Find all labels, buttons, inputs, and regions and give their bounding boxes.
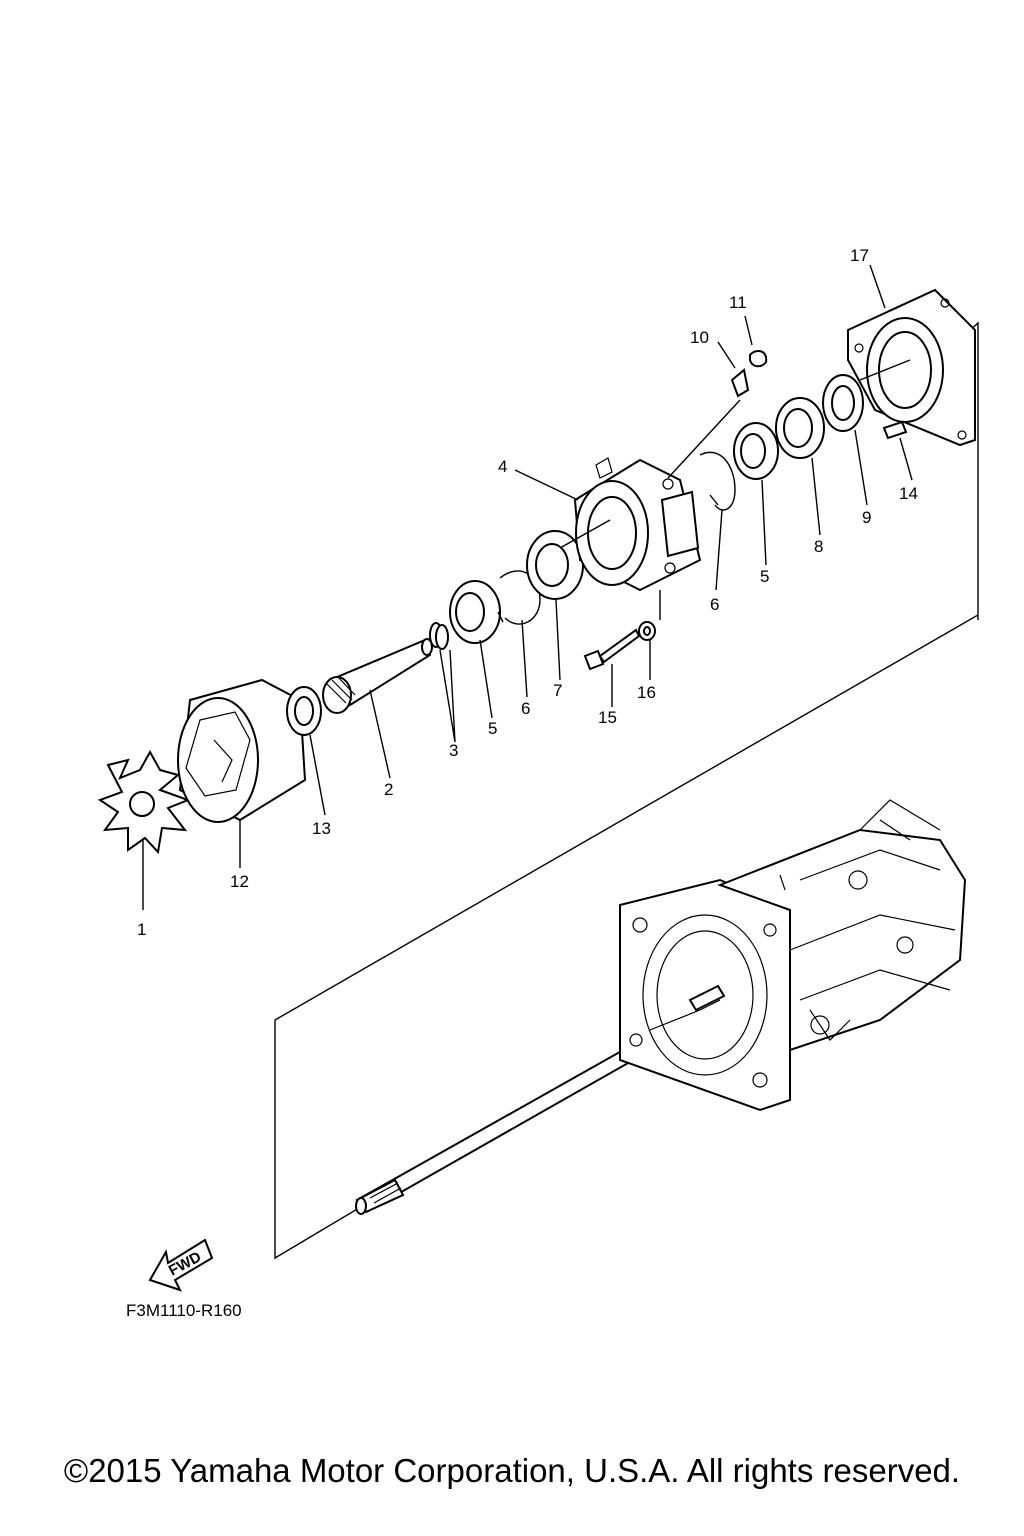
- part-1-coupler-damper: [97, 749, 191, 855]
- callout-3: 3: [449, 741, 458, 760]
- part-5-bearing-right: [733, 422, 779, 480]
- part-17-pump-cover: [847, 288, 976, 447]
- part-9-oil-seal: [822, 374, 864, 432]
- part-7-bearing: [526, 530, 584, 600]
- callout-17: 17: [850, 246, 869, 265]
- callout-1: 1: [137, 920, 146, 939]
- callout-16: 16: [637, 683, 656, 702]
- engine-block: [619, 799, 967, 1112]
- part-8-bearing: [775, 397, 825, 459]
- callout-5-right: 5: [760, 567, 769, 586]
- callout-7: 7: [553, 681, 562, 700]
- fwd-arrow-icon: FWD: [148, 1238, 214, 1292]
- part-10-grease-nipple: [730, 368, 750, 398]
- copyright-notice: ©2015 Yamaha Motor Corporation, U.S.A. A…: [63, 1452, 961, 1489]
- callout-8: 8: [814, 537, 823, 556]
- callout-9: 9: [862, 508, 871, 527]
- part-12-coupler-housing: [177, 678, 307, 823]
- assembly-frame: [274, 321, 979, 1260]
- part-11-cap: [749, 349, 768, 368]
- figure-code: F3M1110-R160: [126, 1301, 242, 1320]
- part-6-circlip-right: [699, 451, 736, 511]
- callout-4: 4: [498, 457, 507, 476]
- part-2-shaft: [322, 638, 433, 714]
- part-4-bearing-housing: [573, 457, 702, 592]
- part-16-washer: [638, 621, 656, 641]
- part-13-seal: [286, 686, 322, 736]
- part-15-bolt: [583, 628, 641, 671]
- callout-10: 10: [690, 328, 709, 347]
- callout-14: 14: [899, 484, 918, 503]
- part-3-o-rings: [429, 622, 449, 650]
- leader-lines: [142, 264, 913, 910]
- callout-6-left: 6: [521, 699, 530, 718]
- callout-15: 15: [598, 708, 617, 727]
- callout-11: 11: [729, 293, 747, 312]
- part-6-circlip-left: [497, 570, 541, 625]
- drive-shaft: [355, 1033, 660, 1215]
- callout-6-right: 6: [710, 595, 719, 614]
- callout-2: 2: [384, 780, 393, 799]
- callout-5-left: 5: [488, 719, 497, 738]
- callout-13: 13: [312, 819, 331, 838]
- part-5-bearing-left: [449, 580, 501, 644]
- callout-labels: 1 2 3 4 5 5 6 6 7 8 9 10 11 12 13 14 15 …: [137, 246, 918, 939]
- callout-12: 12: [230, 872, 249, 891]
- part-14-dowel-pin: [882, 420, 908, 440]
